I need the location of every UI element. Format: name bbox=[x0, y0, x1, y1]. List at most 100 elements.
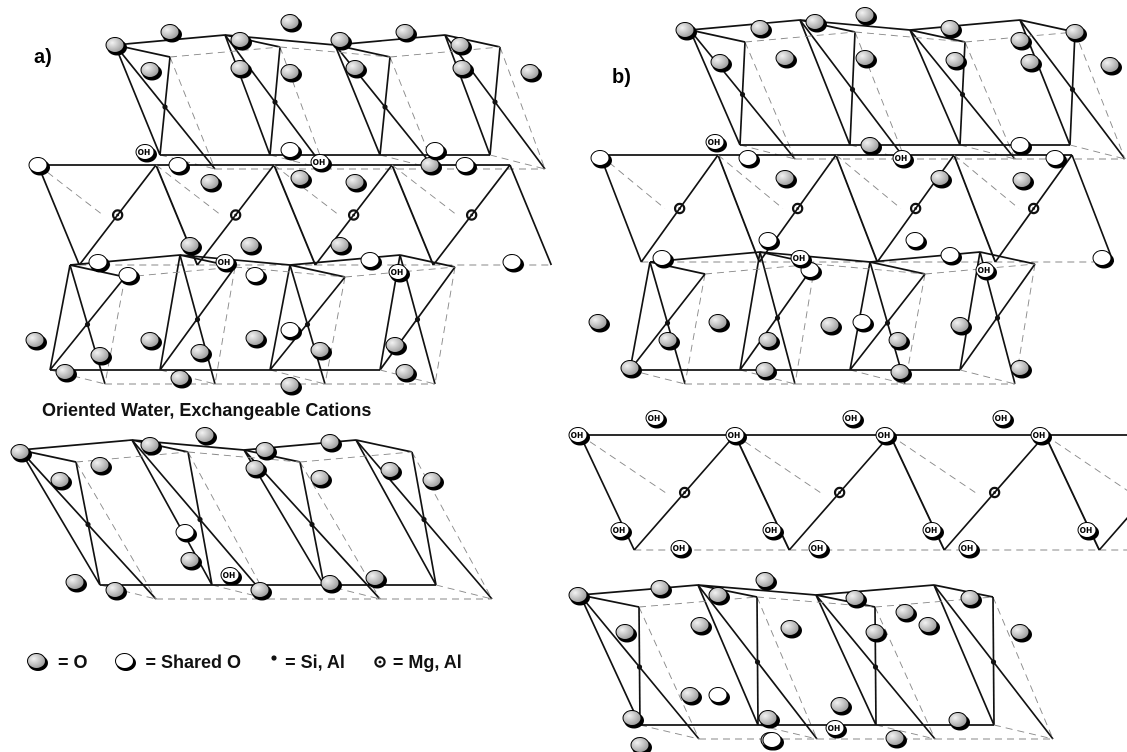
mg-al-atom bbox=[347, 209, 360, 221]
hydroxyl-label: OH bbox=[728, 431, 741, 440]
oxygen-atom bbox=[1020, 54, 1042, 73]
legend: = O = Shared O = Si, Al = Mg, Al bbox=[26, 648, 488, 676]
mg-al-atom bbox=[465, 209, 478, 221]
shared-oxygen-atom bbox=[1092, 250, 1114, 269]
hydroxyl-atom: OH bbox=[958, 540, 980, 559]
si-al-atom bbox=[197, 516, 203, 523]
oxygen-atom bbox=[280, 64, 302, 83]
oxygen-atom bbox=[755, 362, 777, 381]
hydroxyl-label: OH bbox=[925, 526, 938, 535]
oxygen-atom bbox=[245, 460, 267, 479]
hydroxyl-atom: OH bbox=[825, 720, 847, 739]
shared-oxygen-atom bbox=[360, 252, 382, 271]
hidden-bond-line bbox=[269, 154, 326, 170]
hydroxyl-atom: OH bbox=[842, 410, 864, 429]
hidden-bond-line bbox=[684, 273, 706, 385]
oxygen-atom bbox=[310, 342, 332, 361]
bond-line bbox=[697, 584, 759, 726]
oxygen-atom bbox=[230, 32, 252, 51]
hidden-bond-line bbox=[434, 266, 456, 385]
si-al-atom bbox=[990, 659, 997, 665]
hidden-bond-line bbox=[49, 369, 106, 385]
bond-line bbox=[979, 251, 1036, 265]
shared-oxygen-atom bbox=[905, 232, 927, 251]
bond-line bbox=[739, 251, 761, 371]
si-al-atom bbox=[421, 516, 427, 523]
hidden-bond-line bbox=[744, 31, 856, 43]
hydroxyl-atom: OH bbox=[975, 262, 997, 281]
oxygen-atom bbox=[895, 604, 917, 623]
bond-line bbox=[289, 254, 401, 266]
hidden-bond-line bbox=[959, 144, 1016, 160]
hydroxyl-label: OH bbox=[961, 544, 974, 553]
oxygen-atom bbox=[385, 337, 407, 356]
legend-label-mg-al: = Mg, Al bbox=[392, 651, 462, 672]
legend-item-mg-al: = Mg, Al bbox=[371, 649, 462, 675]
si-al-atom bbox=[492, 99, 498, 105]
hydroxyl-label: OH bbox=[828, 724, 841, 733]
oxygen-atom bbox=[950, 317, 972, 336]
oxygen-atom bbox=[330, 32, 352, 51]
oxygen-symbol-icon bbox=[27, 653, 48, 671]
hidden-bond-line bbox=[273, 164, 340, 216]
hydroxyl-atom: OH bbox=[1030, 427, 1052, 446]
hidden-bond-line bbox=[835, 154, 902, 209]
hydroxyl-atom: OH bbox=[220, 567, 242, 586]
oxygen-atom bbox=[520, 64, 542, 83]
oxygen-atom bbox=[190, 344, 212, 363]
hidden-bond-line bbox=[992, 596, 1054, 740]
oxygen-atom bbox=[180, 237, 202, 256]
hydroxyl-label: OH bbox=[613, 526, 626, 535]
oxygen-atom bbox=[865, 624, 887, 643]
legend-item-shared-oxygen: = Shared O bbox=[114, 649, 242, 675]
hydroxyl-atom: OH bbox=[610, 522, 632, 541]
hidden-bond-line bbox=[75, 461, 157, 600]
oxygen-atom bbox=[25, 332, 47, 351]
si-al-atom bbox=[309, 521, 315, 528]
hydroxyl-label: OH bbox=[313, 158, 326, 167]
oxygen-atom bbox=[280, 377, 302, 396]
hydroxyl-label: OH bbox=[978, 266, 991, 275]
shared-oxygen-atom bbox=[168, 157, 190, 176]
hidden-bond-line bbox=[411, 451, 493, 600]
bond-line bbox=[689, 29, 741, 146]
legend-label-oxygen: = O bbox=[58, 651, 88, 672]
shared-oxygen-atom bbox=[852, 314, 874, 333]
hydroxyl-label: OH bbox=[1033, 431, 1046, 440]
oxygen-atom bbox=[1065, 24, 1087, 43]
oxygen-atom bbox=[1012, 172, 1034, 191]
si-al-atom bbox=[872, 664, 879, 670]
si-al-atom bbox=[304, 321, 311, 328]
bond-line bbox=[815, 594, 877, 726]
hydroxyl-label: OH bbox=[571, 431, 584, 440]
hydroxyl-label: OH bbox=[878, 431, 891, 440]
legend-item-oxygen: = O bbox=[26, 649, 88, 675]
oxygen-atom bbox=[940, 20, 962, 39]
mg-al-atom bbox=[678, 486, 691, 499]
oxygen-atom bbox=[948, 712, 970, 731]
oxygen-atom bbox=[160, 24, 182, 43]
bond-line bbox=[334, 44, 381, 156]
hidden-bond-line bbox=[744, 41, 796, 160]
hidden-bond-line bbox=[889, 434, 976, 493]
oxygen-atom bbox=[10, 444, 32, 463]
hidden-bond-line bbox=[155, 164, 222, 216]
shared-oxygen-atom bbox=[758, 232, 780, 251]
oxygen-atom bbox=[140, 437, 162, 456]
legend-label-shared-oxygen: = Shared O bbox=[145, 651, 242, 672]
bond-line bbox=[399, 254, 456, 268]
hidden-bond-line bbox=[579, 434, 666, 493]
hidden-bond-line bbox=[99, 584, 157, 600]
bond-line bbox=[444, 34, 501, 48]
oxygen-atom bbox=[630, 737, 652, 752]
oxygen-atom bbox=[395, 364, 417, 383]
oxygen-atom bbox=[105, 582, 127, 601]
bond-line bbox=[869, 261, 926, 275]
hidden-bond-line bbox=[324, 276, 346, 385]
hydroxyl-label: OH bbox=[708, 138, 721, 147]
bond-line bbox=[697, 584, 817, 596]
interlayer-label: Oriented Water, Exchangeable Cations bbox=[42, 400, 372, 420]
oxygen-atom bbox=[90, 347, 112, 366]
bond-line bbox=[273, 164, 317, 266]
hidden-bond-line bbox=[104, 276, 126, 385]
